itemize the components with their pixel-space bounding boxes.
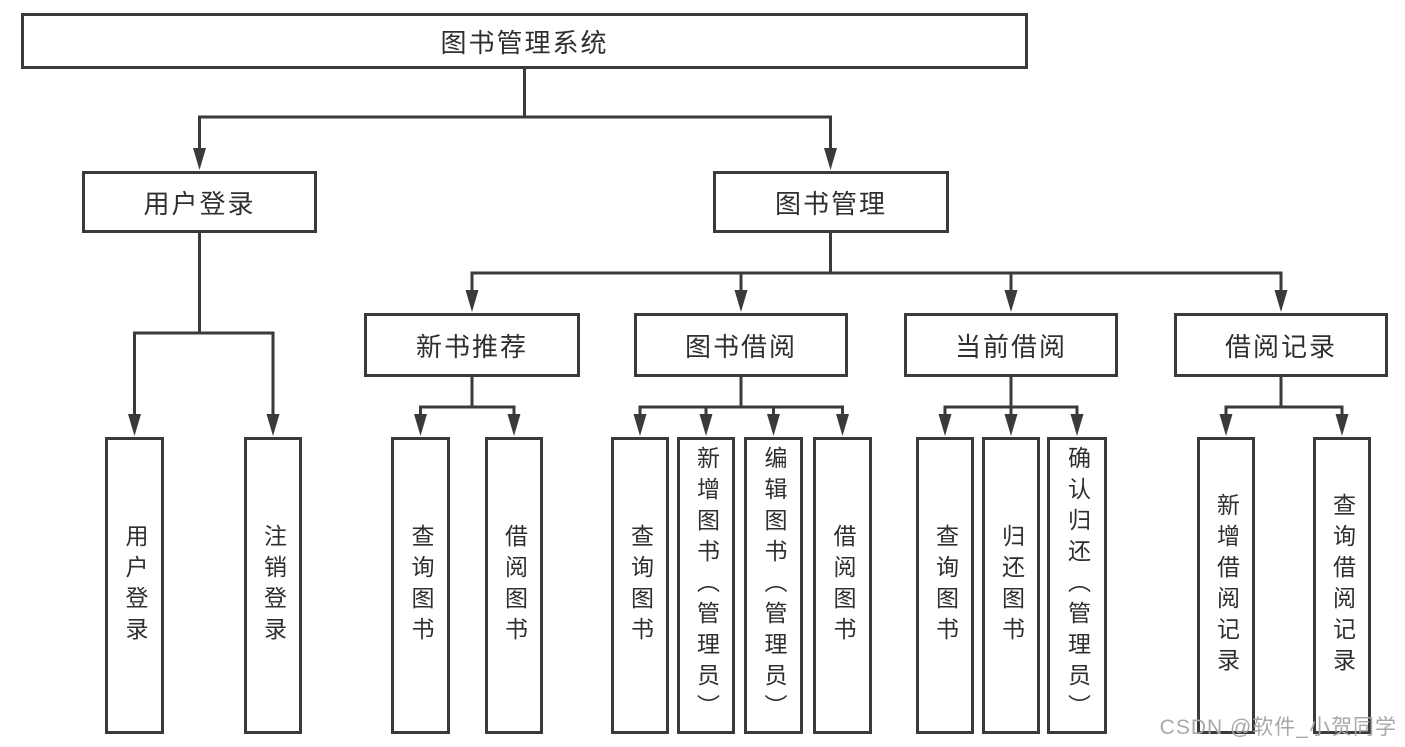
leaf-records-add-record: 新增借阅记录 (1197, 437, 1255, 734)
node-borrow-records: 借阅记录 (1174, 313, 1388, 377)
leaf-borrow-edit-books-admin: 编辑图书（管理员） (744, 437, 803, 734)
connector-borrow-to-leaves (633, 377, 849, 436)
leaf-recommend-query-books: 查询图书 (391, 437, 450, 734)
leaf-records-query-record: 查询借阅记录 (1313, 437, 1371, 734)
connector-manage-to-level3 (465, 233, 1288, 312)
connector-current-to-leaves (938, 377, 1084, 436)
arrow-down-icon (1219, 414, 1233, 436)
leaf-borrow-query-books: 查询图书 (611, 437, 669, 734)
node-new-book-recommend: 新书推荐 (364, 313, 580, 377)
arrow-down-icon (1335, 414, 1349, 436)
leaf-borrow-borrow-books: 借阅图书 (813, 437, 872, 734)
arrow-down-icon (734, 290, 748, 312)
arrow-down-icon (507, 414, 521, 436)
arrow-down-icon (824, 148, 837, 170)
connector-recommend-to-leaves (414, 377, 521, 436)
arrow-down-icon (1004, 414, 1018, 436)
leaf-current-return-books: 归还图书 (982, 437, 1040, 734)
connector-records-to-leaves (1219, 377, 1349, 436)
arrow-down-icon (699, 414, 713, 436)
arrow-down-icon (633, 414, 647, 436)
node-book-borrow: 图书借阅 (634, 313, 848, 377)
arrow-down-icon (938, 414, 952, 436)
arrow-down-icon (128, 414, 141, 436)
arrow-down-icon (465, 290, 479, 312)
arrow-down-icon (836, 414, 849, 436)
arrow-down-icon (1070, 414, 1084, 436)
leaf-borrow-add-books-admin: 新增图书（管理员） (677, 437, 735, 734)
arrow-down-icon (1004, 290, 1018, 312)
arrow-down-icon (414, 414, 427, 436)
arrow-down-icon (266, 414, 280, 436)
node-current-borrow: 当前借阅 (904, 313, 1118, 377)
arrow-down-icon (193, 148, 206, 170)
node-root: 图书管理系统 (21, 13, 1028, 69)
arrow-down-icon (767, 414, 780, 436)
arrow-down-icon (1274, 290, 1288, 312)
leaf-recommend-borrow-books: 借阅图书 (485, 437, 543, 734)
leaf-current-query-books: 查询图书 (916, 437, 974, 734)
watermark: CSDN @软件_小贺同学 (1159, 716, 1397, 739)
node-book-manage: 图书管理 (713, 171, 949, 233)
leaf-logout: 注销登录 (244, 437, 302, 734)
node-user-login: 用户登录 (82, 171, 317, 233)
connector-login-to-leaves (128, 233, 280, 436)
connector-root-to-level2 (193, 69, 837, 170)
leaf-user-login: 用户登录 (105, 437, 164, 734)
leaf-current-confirm-return-admin: 确认归还（管理员） (1047, 437, 1107, 734)
